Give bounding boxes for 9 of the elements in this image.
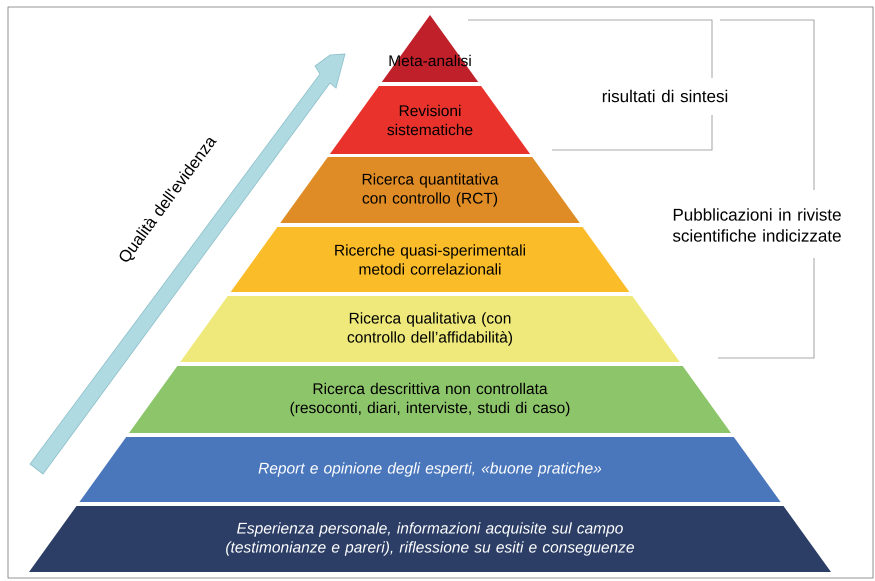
- pyramid-level: Ricerca qualitativa (con controllo dell’affidabilità): [180, 296, 680, 362]
- pyramid-level: Ricerca quantitativa con controllo (RCT): [280, 157, 580, 223]
- pyramid-level: Report e opinione degli esperti, «buone pratiche»: [79, 437, 781, 502]
- pyramid-level: Ricerca descrittiva non controllata (resoconti, diari, interviste, studi di caso): [129, 366, 731, 433]
- pyramid-level: Revisioni sistematiche: [330, 86, 530, 154]
- bracket-label: Pubblicazioni in riviste scientifiche indicizzate: [672, 208, 841, 242]
- pyramid-level: Ricerche quasi-sperimentali metodi correlazionali: [230, 227, 630, 292]
- pyramid-level: Esperienza personale, informazioni acquisite sul campo (testimonianze e pareri), riflessione su esiti e conseguenze: [29, 506, 831, 572]
- bracket-label: risultati di sintesi: [602, 90, 728, 102]
